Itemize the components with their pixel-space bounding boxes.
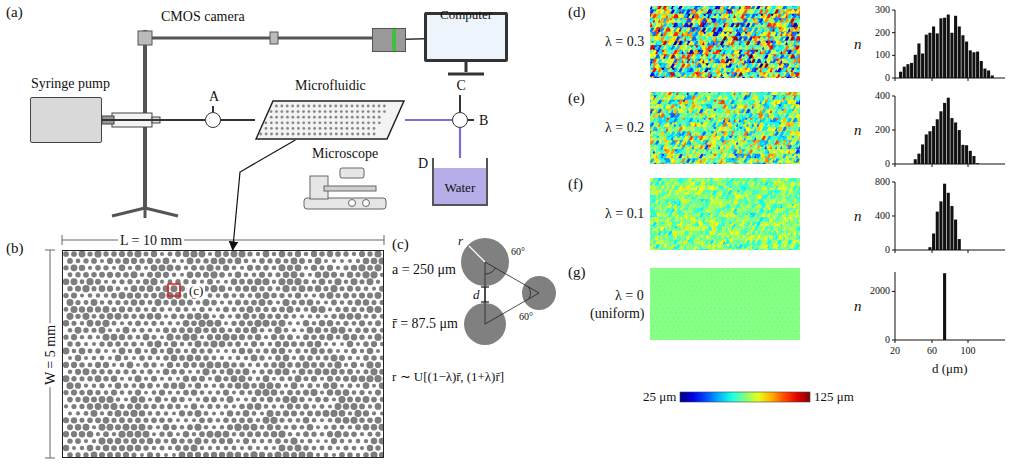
node-label: C — [457, 78, 466, 94]
node-label: Computer — [440, 8, 492, 23]
syringe-pump: Syringe pump — [30, 97, 102, 143]
tick-label: 0 — [885, 158, 890, 170]
tube-connector — [102, 119, 205, 121]
lambda-label: λ = 0.2 — [605, 120, 644, 136]
node-text: (c) — [187, 284, 205, 299]
axis-label: n — [854, 298, 862, 315]
radius-label: r̄ = 87.5 μm — [392, 316, 458, 332]
histograms — [892, 10, 1005, 343]
panel-letter: (f) — [568, 176, 583, 193]
node-text: W = 5 mm — [43, 323, 59, 387]
radius-symbol: r — [458, 234, 463, 249]
panel-letter: (g) — [568, 264, 586, 281]
porous-medium — [63, 250, 384, 458]
monitor-stand — [448, 62, 484, 74]
leader-arrow — [233, 140, 296, 250]
tube-connector — [406, 38, 424, 40]
node-label: D — [418, 156, 428, 172]
panel-letter: (e) — [568, 90, 585, 107]
throat-maps — [642, 1, 814, 349]
tick-label: 0 — [885, 244, 890, 256]
axis-label: n — [854, 122, 862, 139]
colorbar-label: 125 μm — [814, 390, 854, 405]
tick-label: 2000 — [870, 285, 890, 297]
tube-connector — [221, 119, 255, 121]
microscope: Microscope — [300, 166, 390, 210]
tick-label: 300 — [875, 4, 890, 16]
axis-label: n — [854, 36, 862, 53]
node-text: B — [479, 113, 488, 129]
axis-label: n — [854, 208, 862, 225]
tick-label: 100 — [961, 345, 976, 357]
panel-letter: (d) — [568, 4, 586, 21]
axis-label: d (μm) — [932, 362, 968, 377]
node-label: Microfluidic — [295, 78, 366, 94]
water-beaker: DWater — [432, 158, 488, 206]
tick-label: 0 — [885, 72, 890, 84]
tick-label: 0 — [885, 334, 890, 346]
node-label: Microscope — [312, 146, 378, 162]
tick-label: 800 — [875, 176, 890, 188]
lambda-label: λ = 0.1 — [605, 206, 644, 222]
dimension-lines — [45, 235, 384, 458]
lambda-label: λ = 0 — [615, 288, 644, 304]
unit-cell — [461, 238, 556, 345]
porous-chip-panel: L = 10 mmW = 5 mm(c) — [62, 250, 384, 458]
distribution-label: r ∼ U[(1−λ)r̄, (1+λ)r̄] — [392, 370, 504, 385]
microscope-outline — [300, 166, 390, 210]
node-text: Water — [445, 181, 476, 196]
tick-label: 200 — [875, 124, 890, 136]
chip-outline — [255, 100, 405, 140]
panel-letter: (b) — [6, 240, 24, 257]
tick-label: 400 — [875, 90, 890, 102]
angle-label: 60° — [511, 246, 525, 258]
three-way-valve: CB — [452, 112, 468, 128]
lambda-note: (uniform) — [590, 306, 644, 322]
valve: A — [205, 112, 221, 128]
spacing-label: a = 250 μm — [392, 262, 456, 278]
tick-label: 200 — [875, 27, 890, 39]
tick-label: 20 — [890, 345, 900, 357]
panel-letter: (c) — [392, 236, 409, 253]
tick-label: 60 — [927, 345, 937, 357]
throat-symbol: d — [473, 288, 480, 303]
tube-connector — [459, 128, 461, 158]
node-label: Syringe pump — [31, 76, 110, 92]
computer-monitor: Computer — [424, 12, 508, 62]
lambda-label: λ = 0.3 — [605, 34, 644, 50]
tick-label: 100 — [875, 49, 890, 61]
microfluidic-chip: Microfluidic — [255, 100, 405, 140]
node-label: CMOS camera — [161, 9, 245, 25]
tick-label: 400 — [875, 210, 890, 222]
panel-letter: (a) — [6, 4, 23, 21]
colorbar — [680, 392, 810, 402]
node-label: L = 10 mm — [118, 233, 184, 249]
node-label: A — [209, 89, 219, 105]
angle-label: 60° — [519, 311, 533, 323]
tube-connector — [405, 119, 452, 121]
cmos-camera: CMOS camera — [372, 28, 406, 52]
colorbar-label: 25 μm — [643, 390, 676, 405]
zoom-marker — [168, 284, 180, 296]
